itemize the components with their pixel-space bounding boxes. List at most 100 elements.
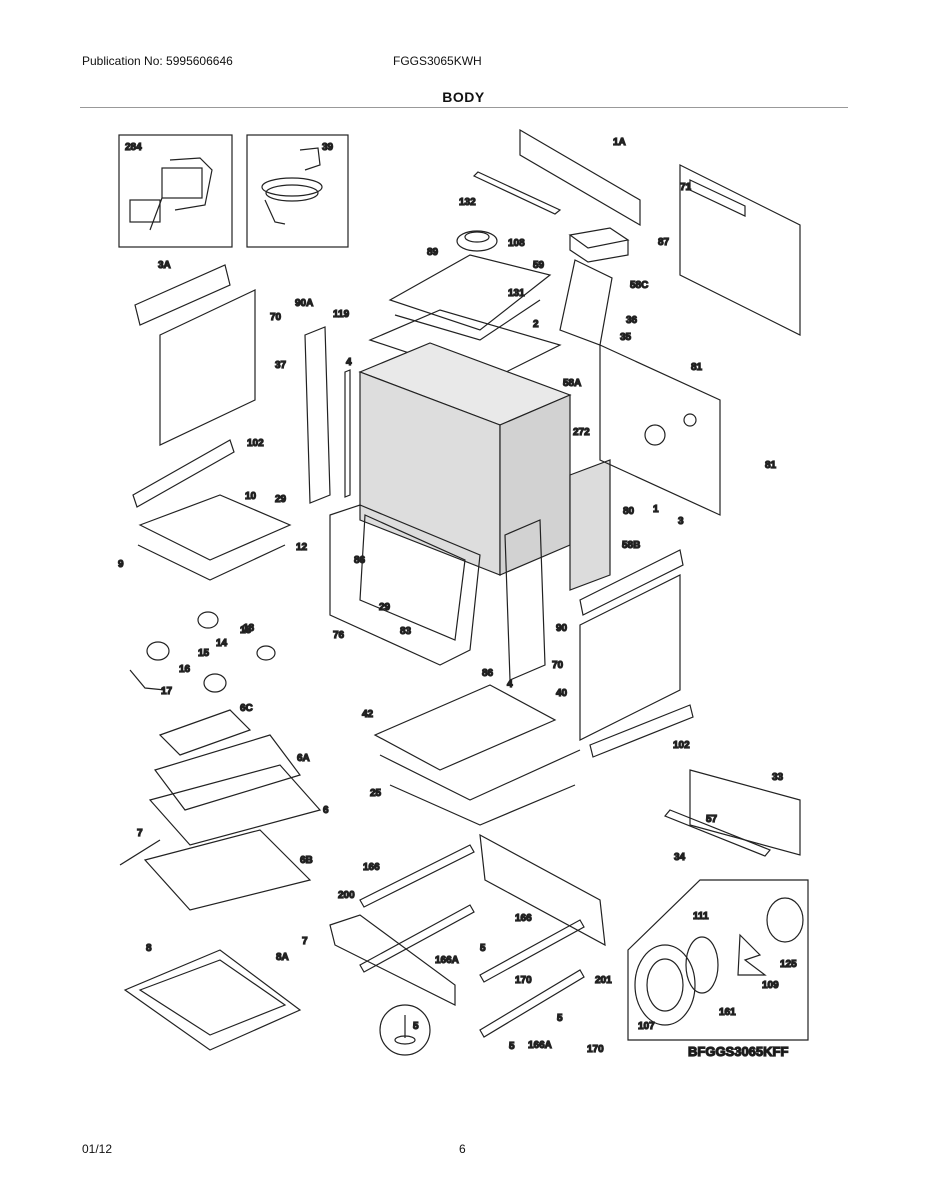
label-9: 9: [118, 559, 124, 570]
label-4-bottom: 4: [507, 679, 513, 690]
drawer-slide-166-right: [479, 919, 585, 983]
oven-light-assembly: [129, 611, 276, 693]
label-6b: 6B: [300, 855, 313, 866]
label-5-c: 5: [557, 1013, 563, 1024]
label-107: 107: [638, 1021, 655, 1032]
label-90: 90: [556, 623, 568, 634]
label-166a-right: 166A: [528, 1040, 552, 1051]
right-top-rail: [579, 549, 684, 616]
transformer-part: [129, 157, 213, 231]
label-284: 284: [125, 142, 142, 153]
label-40: 40: [556, 688, 568, 699]
rack-rod: [119, 839, 161, 866]
side-insulation: [569, 459, 611, 591]
top-bracket: [472, 171, 562, 215]
left-bottom-rail: [132, 439, 235, 508]
convection-fan-inset: [627, 879, 809, 1041]
label-18-bottom: 18: [243, 623, 255, 634]
label-90a: 90A: [295, 298, 313, 309]
label-25: 25: [370, 788, 382, 799]
label-58a: 58A: [563, 378, 581, 389]
page-title: BODY: [442, 89, 485, 105]
oven-cavity-insulation: [358, 342, 572, 576]
rack-6: [148, 764, 322, 846]
label-102-left: 102: [247, 438, 264, 449]
broil-pan-grid: [138, 494, 292, 561]
label-201: 201: [595, 975, 612, 986]
label-86-bottom: 86: [482, 668, 494, 679]
diagram-code: BFGGS3065KFF: [688, 1044, 788, 1059]
power-cord-part: [261, 147, 323, 225]
label-71: 71: [680, 182, 692, 193]
label-29-bottom: 29: [379, 602, 391, 613]
label-3a: 3A: [158, 260, 171, 271]
left-trim-strip: [304, 326, 331, 504]
label-170-bottom: 170: [587, 1044, 604, 1055]
right-trim-strip: [504, 519, 546, 681]
label-8a: 8A: [276, 952, 289, 963]
footer-date: 01/12: [82, 1142, 113, 1156]
label-16: 16: [179, 664, 191, 675]
label-87: 87: [658, 237, 670, 248]
label-81-bottom: 81: [765, 460, 777, 471]
label-70-left: 70: [270, 312, 282, 323]
label-8: 8: [146, 943, 152, 954]
label-83: 83: [400, 626, 412, 637]
label-166-left: 166: [363, 862, 380, 873]
label-15: 15: [198, 648, 210, 659]
label-1a: 1A: [613, 137, 626, 148]
convection-fan-assembly: [634, 897, 804, 1026]
label-58c: 58C: [630, 280, 648, 291]
label-166-right: 166: [515, 913, 532, 924]
label-37: 37: [275, 360, 287, 371]
drawer-frame-back: [479, 833, 606, 947]
left-top-rail: [134, 264, 231, 326]
oven-door-frame: [329, 504, 481, 666]
rear-top-panel: [519, 128, 641, 227]
label-102-right: 102: [673, 740, 690, 751]
label-81-top: 81: [691, 362, 703, 373]
inset-box-39: [246, 134, 349, 248]
label-57: 57: [706, 814, 718, 825]
label-125: 125: [780, 959, 797, 970]
label-170-top: 170: [515, 975, 532, 986]
label-18-top: 18: [240, 625, 252, 636]
label-108: 108: [508, 238, 525, 249]
label-109: 109: [762, 980, 779, 991]
label-70-right: 70: [552, 660, 564, 671]
page-number: 6: [459, 1142, 466, 1156]
drawer-slide-166-left: [359, 844, 475, 908]
label-12: 12: [296, 542, 308, 553]
rack-6a: [154, 734, 301, 811]
rack-6b: [143, 829, 312, 911]
label-80: 80: [623, 506, 635, 517]
drawer-pan: [123, 949, 302, 1051]
label-5-a: 5: [480, 943, 486, 954]
model-number: FGGS3065KWH: [393, 54, 482, 68]
label-111: 111: [693, 911, 709, 922]
label-161: 161: [719, 1007, 736, 1018]
label-2: 2: [533, 319, 539, 330]
inset-box-284: [118, 134, 233, 248]
leveling-leg-detail: [379, 1004, 431, 1056]
vent-duct: [388, 254, 552, 331]
label-36: 36: [626, 315, 638, 326]
label-7-right: 7: [302, 936, 308, 947]
label-166a-left: 166A: [435, 955, 459, 966]
right-bottom-rail: [589, 704, 694, 758]
label-132: 132: [459, 197, 476, 208]
drawer-slide-166a-right: [479, 969, 585, 1038]
label-76: 76: [333, 630, 345, 641]
label-35: 35: [620, 332, 632, 343]
label-42: 42: [362, 709, 374, 720]
label-4-top: 4: [346, 357, 352, 368]
label-29-top: 29: [275, 494, 287, 505]
label-6c: 6C: [240, 703, 253, 714]
rear-back-panel: [599, 344, 721, 516]
label-119: 119: [333, 309, 350, 320]
label-14: 14: [216, 638, 228, 649]
right-side-panel: [579, 574, 681, 741]
label-10: 10: [245, 491, 257, 502]
publication-number: Publication No: 5995606646: [82, 54, 233, 68]
